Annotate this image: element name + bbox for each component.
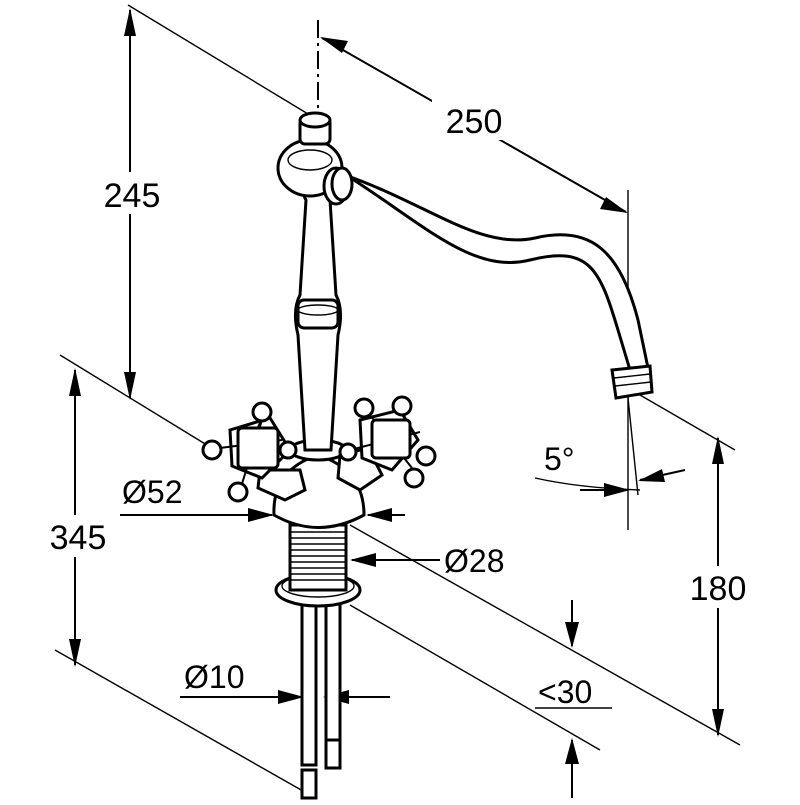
right-cross-handle: [336, 395, 437, 492]
dimension-345: 345: [42, 368, 120, 667]
label-250: 250: [446, 103, 503, 141]
dimension-max-30: <30: [535, 600, 612, 798]
dimension-245: 245: [93, 8, 171, 400]
thread-lines: [290, 531, 346, 581]
dimension-diameter-28: Ø28: [350, 543, 504, 579]
label-max-30: <30: [538, 674, 592, 710]
left-cross-handle: [201, 401, 307, 503]
faucet-body: [272, 111, 654, 800]
label-180: 180: [690, 570, 747, 608]
dimension-diameter-10: Ø10: [180, 659, 390, 704]
extension-lines: [54, 4, 741, 796]
label-5-degrees: 5°: [544, 441, 575, 477]
dimension-5-degrees: 5°: [534, 397, 686, 497]
label-345: 345: [50, 519, 107, 557]
dimension-180: 180: [680, 436, 758, 737]
dimension-250: 250: [320, 37, 628, 213]
label-diameter-10: Ø10: [184, 659, 244, 695]
dimension-diameter-52: Ø52: [120, 474, 405, 522]
label-diameter-28: Ø28: [444, 543, 504, 579]
label-diameter-52: Ø52: [122, 474, 182, 510]
label-245: 245: [104, 177, 161, 215]
